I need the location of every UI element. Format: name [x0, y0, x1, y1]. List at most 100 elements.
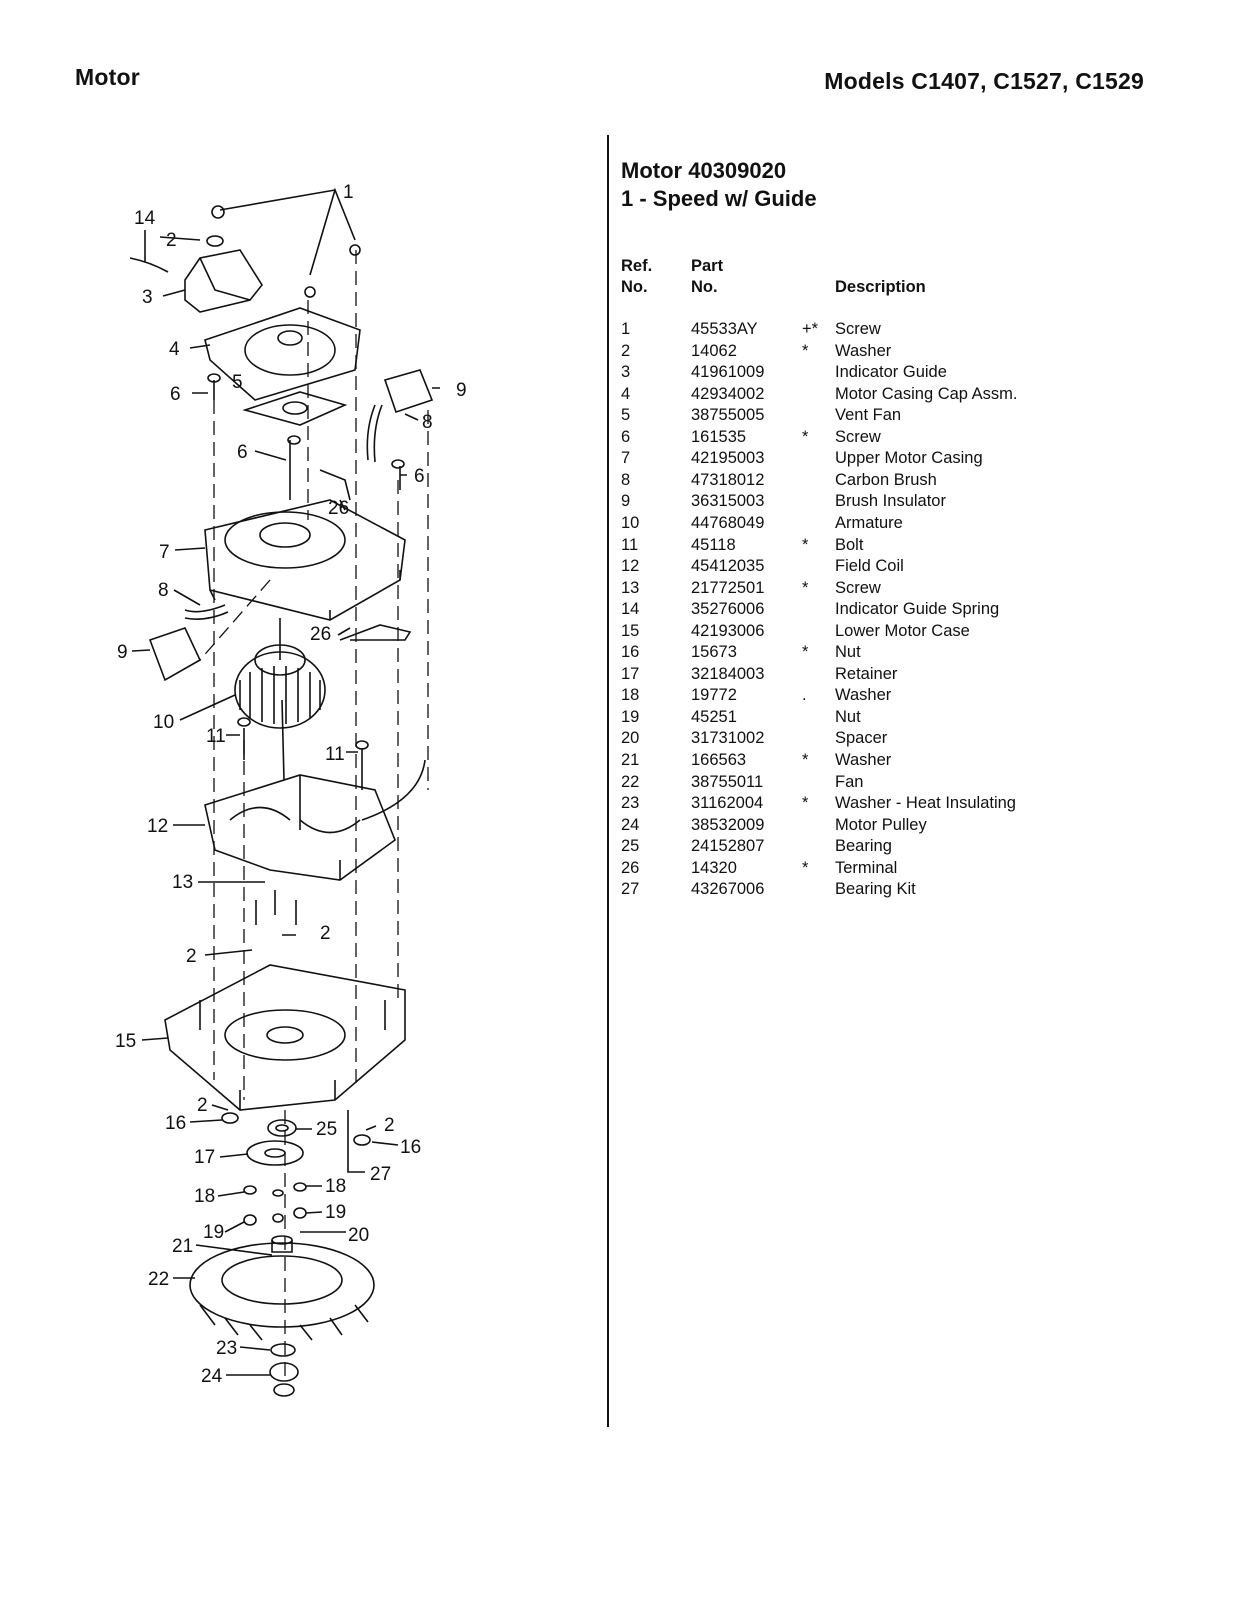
ref-number: 12 [621, 557, 640, 576]
part-description: Retainer [835, 664, 898, 683]
ref-number: 27 [621, 880, 640, 899]
availability-mark: * [802, 341, 809, 360]
callout-label: 6 [170, 384, 181, 405]
part-number: 14062 [691, 341, 737, 360]
availability-mark: * [802, 751, 809, 769]
ref-number: 15 [621, 621, 640, 640]
ref-number: 1 [621, 320, 631, 338]
part-number: 38755005 [691, 406, 765, 425]
callout-label: 11 [325, 744, 345, 765]
part-number: 35276006 [691, 600, 765, 619]
part-description: Nut [835, 643, 861, 662]
table-row: 5 38755005 Vent Fan [0, 406, 901, 428]
callout-label: 5 [232, 372, 243, 393]
part-description: Field Coil [835, 557, 904, 576]
callout-label: 22 [148, 1269, 169, 1290]
callout-label: 20 [348, 1225, 369, 1246]
callout-label: 7 [159, 542, 170, 563]
part-description: Indicator Guide [835, 363, 947, 382]
part-number: 15673 [691, 643, 737, 662]
callout-label: 8 [422, 412, 433, 433]
availability-mark: * [802, 643, 809, 662]
table-row: 10 44768049 Armature [0, 514, 903, 536]
part-number: 42195003 [691, 449, 765, 468]
callout-label: 19 [325, 1202, 346, 1223]
part-description: Carbon Brush [835, 470, 937, 489]
callout-label: 6 [414, 466, 425, 487]
part-number: 19772 [691, 686, 737, 705]
ref-number: 10 [621, 513, 640, 532]
ref-number: 21 [621, 751, 640, 769]
callout-label: 6 [237, 442, 248, 463]
callout-label: 10 [153, 712, 174, 733]
part-description: Vent Fan [835, 406, 902, 425]
part-description: Screw [835, 320, 881, 338]
callout-label: 17 [194, 1147, 215, 1168]
availability-mark: * [802, 578, 809, 597]
ref-number: 5 [621, 406, 631, 425]
table-row: 11 45118 * Bolt [0, 536, 863, 558]
callout-label: 2 [384, 1115, 395, 1136]
ref-number: 11 [621, 535, 639, 554]
callout-label: 19 [203, 1222, 224, 1243]
callout-label: 1 [343, 182, 354, 203]
exploded-motor-diagram: 1 14 2 3 4 5 6 9 8 6 6 26 7 8 26 9 10 11… [115, 182, 467, 1397]
part-number: 36315003 [691, 492, 765, 511]
ref-number: 24 [621, 815, 640, 834]
callout-label: 13 [172, 872, 193, 893]
models-heading: Models C1407, C1527, C1529 [824, 68, 1144, 94]
callout-label: 2 [320, 923, 331, 944]
part-number: 32184003 [691, 664, 765, 683]
part-number: 38532009 [691, 815, 765, 834]
ref-number: 3 [621, 363, 631, 382]
part-number: 45412035 [691, 557, 765, 576]
parts-list-subtitle: 1 - Speed w/ Guide [621, 186, 817, 211]
part-description: Nut [835, 707, 861, 726]
callout-label: 2 [166, 230, 177, 251]
callout-label: 21 [172, 1236, 193, 1257]
callout-label: 16 [165, 1113, 186, 1134]
callout-label: 11 [206, 726, 226, 747]
part-number: 31162004 [691, 794, 764, 813]
callout-label: 9 [456, 380, 467, 401]
availability-mark: * [802, 535, 809, 554]
part-description: Indicator Guide Spring [835, 600, 1000, 619]
part-number: 44768049 [691, 513, 765, 532]
callout-label: 18 [194, 1186, 215, 1207]
part-description: Washer [835, 751, 892, 769]
part-number: 42934002 [691, 384, 765, 403]
ref-number: 13 [621, 578, 640, 597]
column-divider [607, 135, 609, 1427]
part-description: Bearing [835, 837, 892, 856]
callout-label: 4 [169, 339, 180, 360]
part-number: 31731002 [691, 729, 765, 748]
table-row: 3 41961009 Indicator Guide [0, 363, 947, 385]
availability-mark: * [802, 427, 809, 446]
part-description: Armature [835, 513, 903, 532]
availability-mark: * [802, 858, 809, 877]
part-number: 21772501 [691, 578, 765, 597]
callout-label: 18 [325, 1176, 346, 1197]
ref-number: 2 [621, 341, 631, 360]
part-number: 45118 [691, 535, 736, 554]
parts-list-title: Motor 40309020 [621, 158, 787, 183]
column-header-part: Part No. [691, 257, 724, 296]
part-number: 41961009 [691, 363, 765, 382]
part-description: Brush Insulator [835, 492, 946, 511]
callout-label: 26 [310, 624, 331, 645]
ref-number: 17 [621, 664, 640, 683]
part-description: Bolt [835, 535, 864, 554]
callout-label: 8 [158, 580, 169, 601]
